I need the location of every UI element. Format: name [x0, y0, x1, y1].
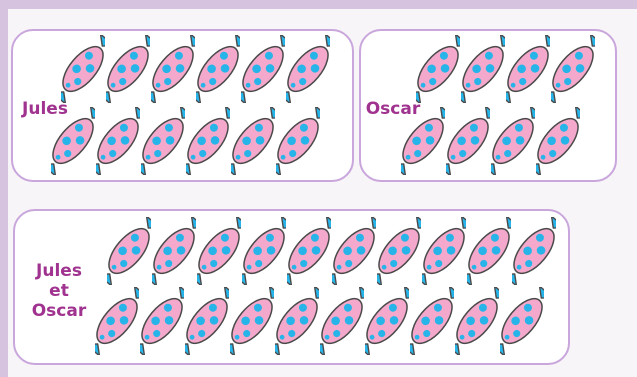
candy-icon — [377, 217, 421, 285]
candy-row — [401, 107, 580, 175]
candy-icon — [275, 287, 319, 355]
candy-icon — [186, 107, 230, 175]
candy-icon — [506, 35, 550, 103]
candy-icon — [230, 287, 274, 355]
candy-icon — [196, 35, 240, 103]
candy-icon — [365, 287, 409, 355]
candy-icon — [455, 287, 499, 355]
candy-icon — [141, 107, 185, 175]
candy-row — [416, 35, 595, 103]
candy-icon — [95, 287, 139, 355]
candy-icon — [241, 35, 285, 103]
candy-icon — [152, 217, 196, 285]
candy-icon — [197, 217, 241, 285]
candy-icon — [320, 287, 364, 355]
candy-icon — [287, 217, 331, 285]
jules-et-oscar-box: Jules et Oscar — [13, 209, 570, 365]
candy-row — [61, 35, 330, 103]
candy-row — [51, 107, 320, 175]
candy-icon — [422, 217, 466, 285]
candy-icon — [467, 217, 511, 285]
candy-icon — [242, 217, 286, 285]
candy-icon — [276, 107, 320, 175]
candy-icon — [551, 35, 595, 103]
jules-box: Jules — [11, 29, 354, 182]
jules-et-oscar-label: Jules et Oscar — [31, 261, 87, 321]
candy-icon — [401, 107, 445, 175]
candy-icon — [512, 217, 556, 285]
candy-icon — [332, 217, 376, 285]
candy-icon — [96, 107, 140, 175]
candy-icon — [106, 35, 150, 103]
candy-icon — [107, 217, 151, 285]
candy-icon — [446, 107, 490, 175]
candy-row — [107, 217, 556, 285]
candy-icon — [536, 107, 580, 175]
candy-icon — [461, 35, 505, 103]
candy-icon — [185, 287, 229, 355]
candy-icon — [61, 35, 105, 103]
candy-icon — [500, 287, 544, 355]
candy-icon — [410, 287, 454, 355]
candy-icon — [491, 107, 535, 175]
jules-label: Jules — [22, 99, 68, 119]
candy-row — [95, 287, 544, 355]
oscar-box: Oscar — [359, 29, 617, 182]
candy-icon — [151, 35, 195, 103]
candy-icon — [51, 107, 95, 175]
candy-icon — [140, 287, 184, 355]
candy-icon — [416, 35, 460, 103]
oscar-label: Oscar — [365, 99, 421, 119]
candy-icon — [231, 107, 275, 175]
candy-icon — [286, 35, 330, 103]
